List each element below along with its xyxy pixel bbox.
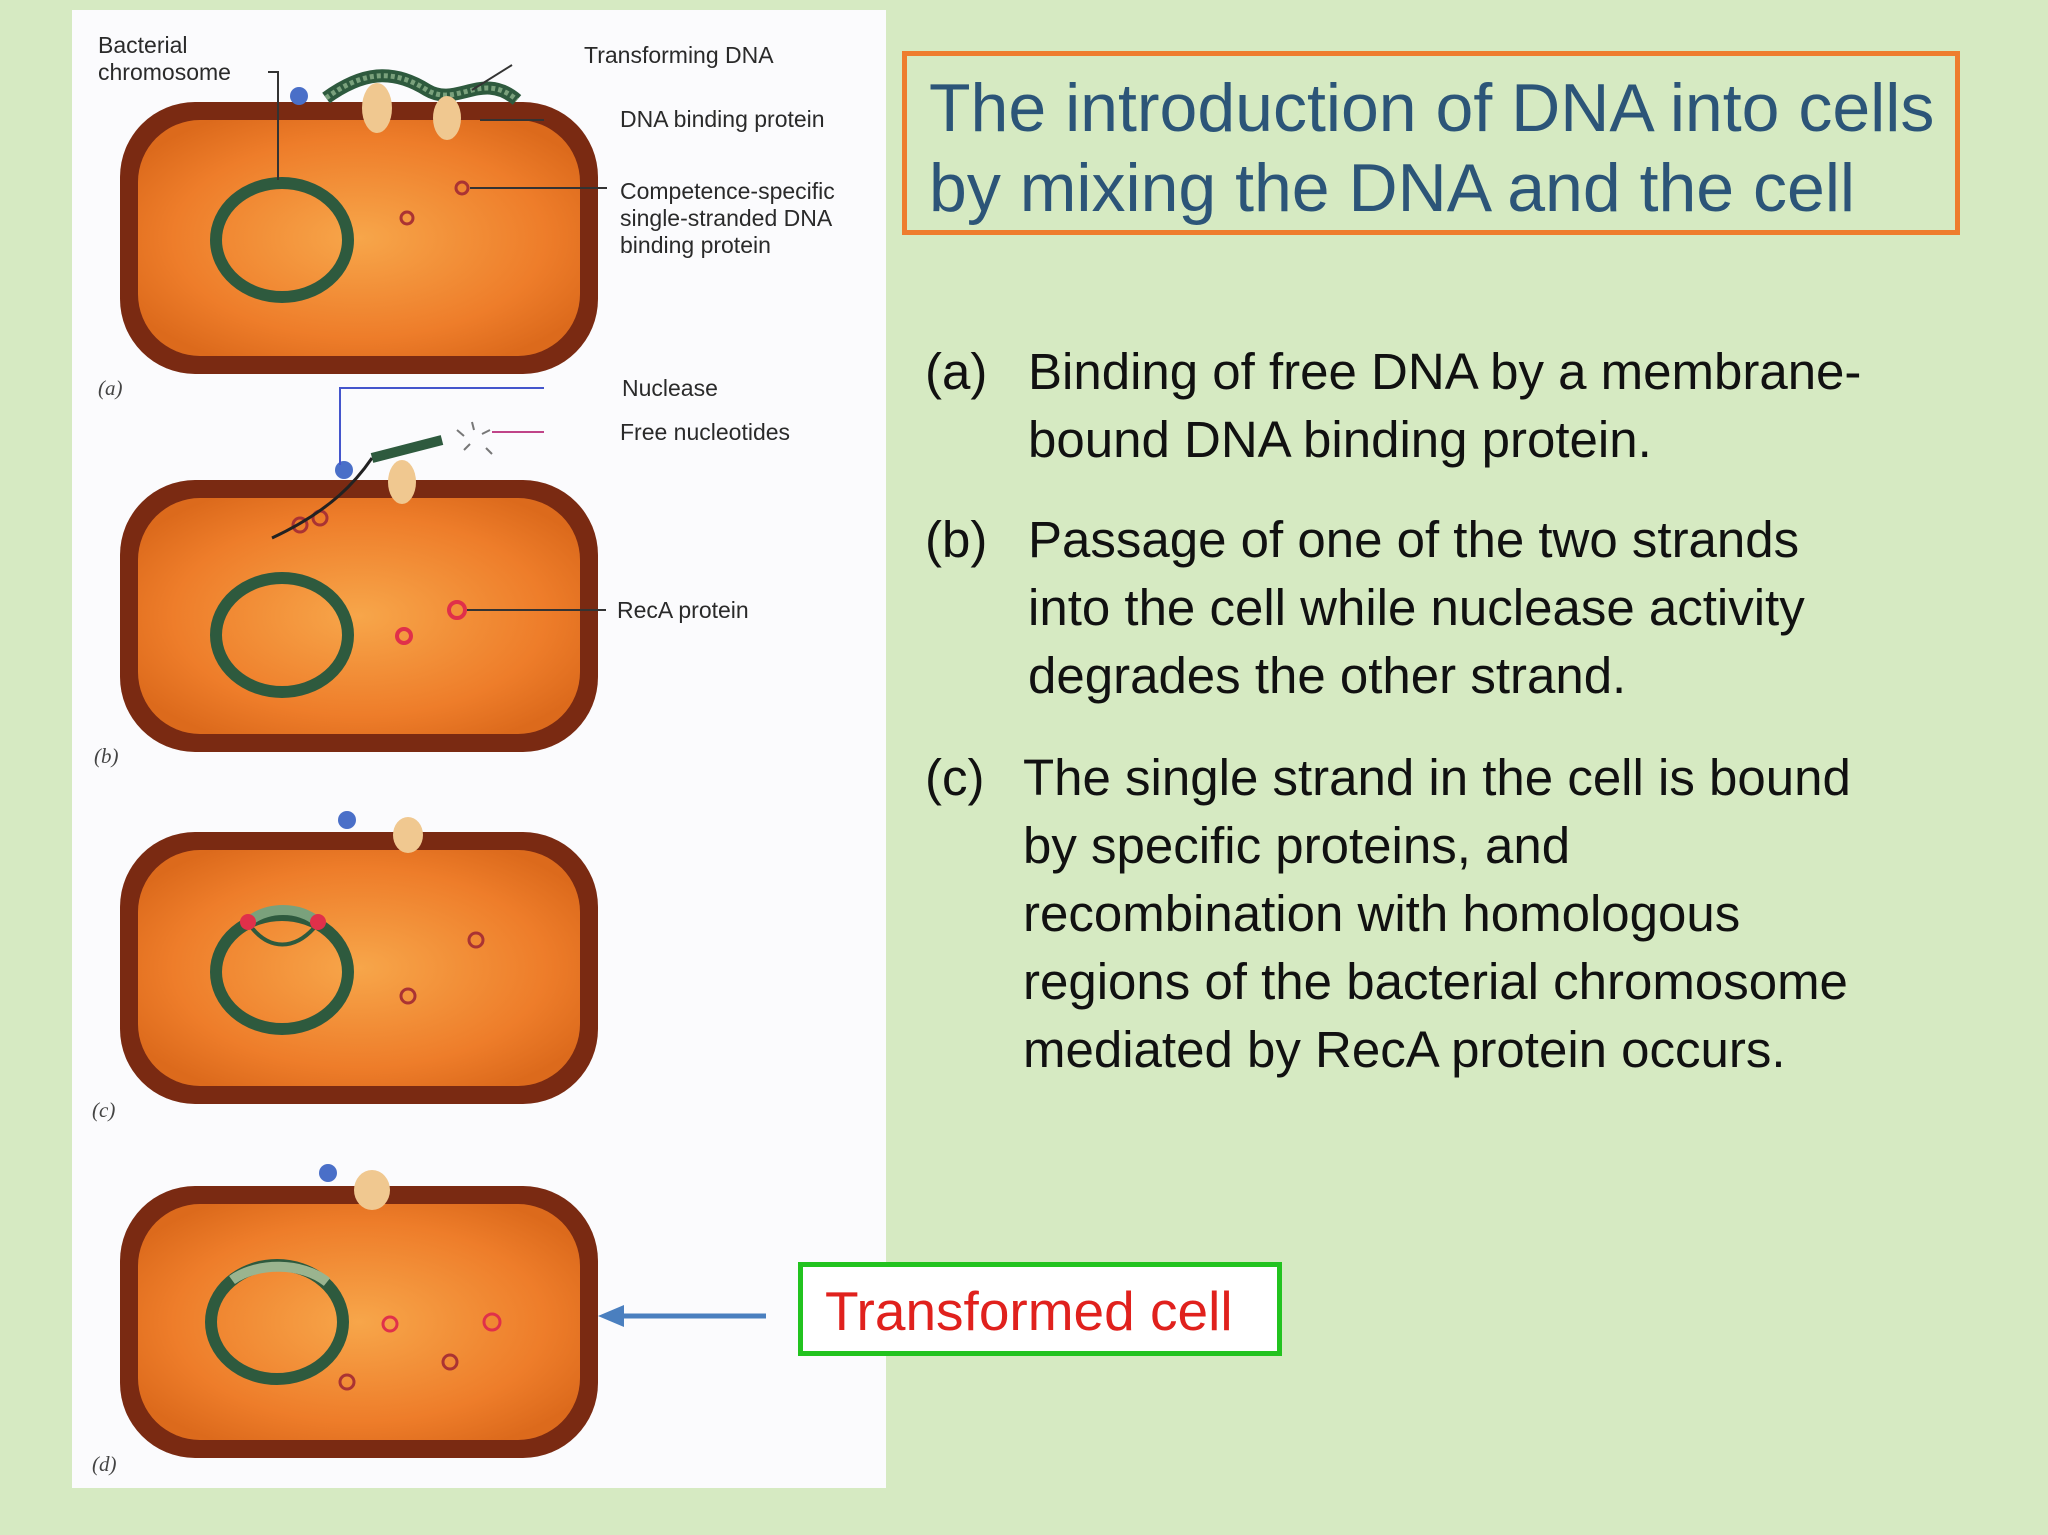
panel-letter-b: (b) [94, 744, 119, 768]
competence-protein [399, 987, 417, 1005]
nuclease [290, 87, 308, 105]
recombined-region [229, 1261, 331, 1287]
step-letter: (c) [925, 749, 985, 806]
free-nucleotides [456, 421, 493, 455]
dna-binding-protein [362, 83, 392, 133]
reca-protein [482, 1312, 502, 1332]
label-free-nucleotides: Free nucleotides [620, 419, 791, 445]
nuclease [338, 811, 356, 829]
step-text: Binding of free DNA by a membrane- bound… [1028, 343, 1862, 468]
dna-binding-protein [388, 460, 416, 504]
step-text: The single strand in the cell is bound b… [1023, 749, 1851, 1078]
dna-binding-protein [393, 817, 423, 853]
slide-title: The introduction of DNA into cells by mi… [929, 70, 1935, 226]
transforming-dna-strand [324, 73, 519, 102]
dna-binding-protein [354, 1170, 390, 1210]
label-transforming-dna: Transforming DNA [584, 42, 774, 68]
cell-panel-c [120, 811, 598, 1104]
reca-protein [240, 914, 256, 930]
bacterial-chromosome [210, 572, 354, 698]
leader-line [471, 64, 513, 91]
degrading-strand [370, 435, 444, 463]
cytoplasm [138, 120, 580, 356]
panel-letter-c: (c) [92, 1098, 116, 1122]
panel-letter-d: (d) [92, 1452, 117, 1476]
transformation-diagram [120, 64, 607, 1458]
reca-protein [310, 914, 326, 930]
competence-protein [399, 210, 415, 226]
nuclease [319, 1164, 337, 1182]
bacterial-chromosome [210, 177, 354, 303]
nuclease [335, 461, 353, 479]
dna-binding-protein [433, 96, 461, 140]
displaced-strand [250, 926, 316, 947]
callout-arrow [598, 1305, 766, 1327]
competence-protein [467, 931, 485, 949]
competence-protein [441, 1353, 459, 1371]
cytoplasm [138, 850, 580, 1086]
reca-protein [395, 627, 413, 645]
step-letter: (a) [925, 343, 988, 400]
title-box: The introduction of DNA into cells by mi… [902, 51, 1960, 235]
label-dna-binding-protein: DNA binding protein [620, 106, 825, 132]
single-strand-dna [271, 457, 374, 540]
panel-letter-a: (a) [98, 376, 123, 400]
leader-line [268, 71, 279, 180]
cytoplasm [138, 1204, 580, 1440]
label-bacterial-chromosome: Bacterial chromosome [98, 32, 231, 85]
cell-panel-d [120, 1164, 598, 1458]
arrow-head [598, 1305, 624, 1327]
cell-panel-a [120, 64, 607, 374]
reca-protein [447, 600, 467, 620]
label-competence-protein: Competence-specific single-stranded DNA … [620, 178, 835, 258]
step-letter: (b) [925, 511, 988, 568]
label-reca-protein: RecA protein [617, 597, 749, 623]
transformed-cell-label: Transformed cell [825, 1280, 1233, 1342]
competence-protein [338, 1373, 356, 1391]
reca-protein [381, 1315, 399, 1333]
competence-protein [454, 180, 470, 196]
leader-line [339, 387, 544, 465]
step-text: Passage of one of the two strands into t… [1028, 511, 1805, 704]
cell-panel-b [120, 387, 606, 752]
cytoplasm [138, 498, 580, 734]
competence-protein [291, 516, 309, 534]
label-nuclease: Nuclease [622, 375, 718, 401]
transformed-cell-callout: Transformed cell [798, 1262, 1282, 1356]
